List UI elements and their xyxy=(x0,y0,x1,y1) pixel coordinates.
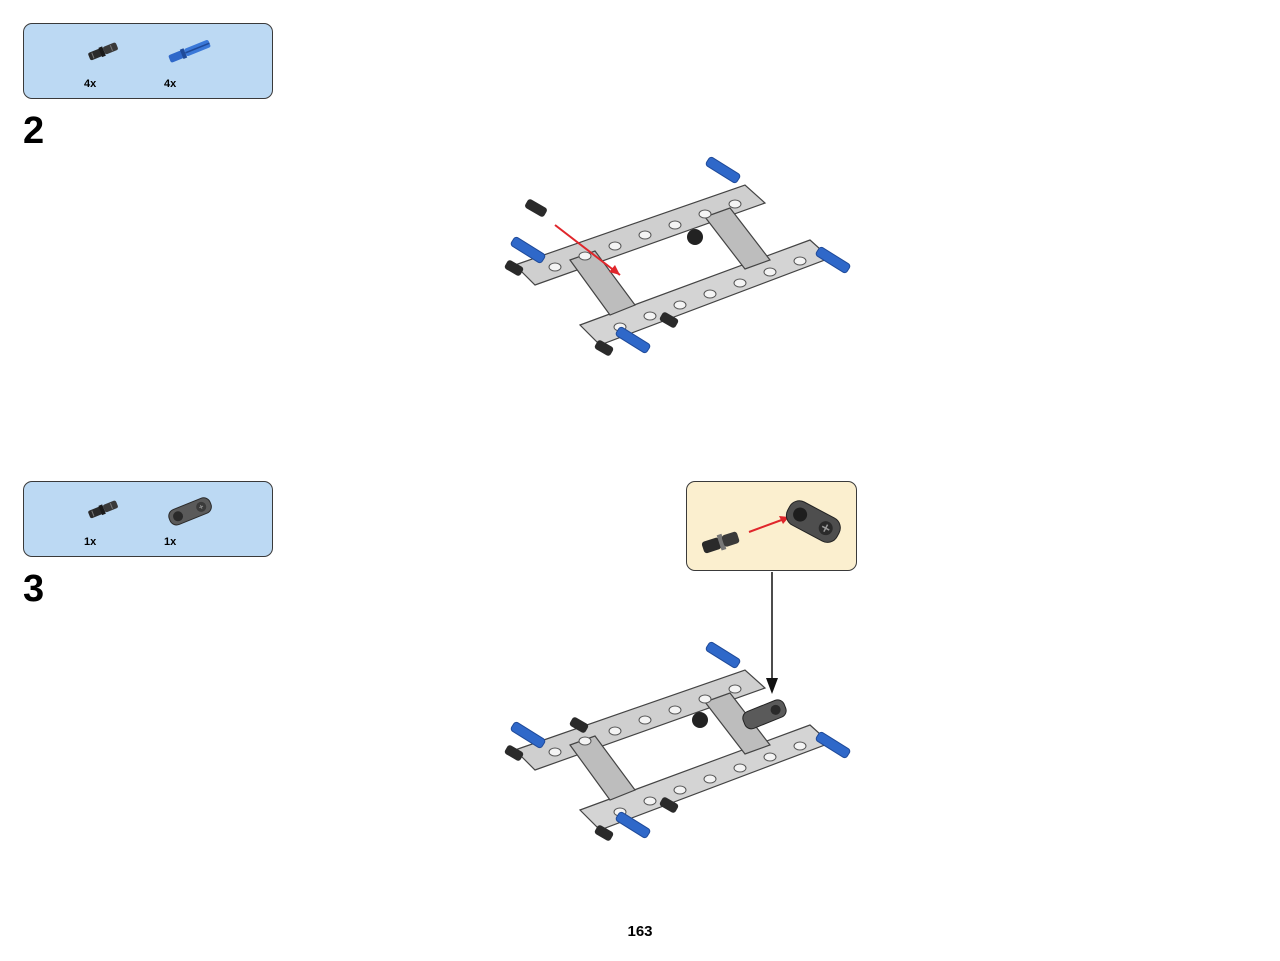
part-quantity: 4x xyxy=(164,78,177,90)
sub-assembly-callout xyxy=(686,481,857,571)
part-dark-gray-connector: 1x xyxy=(164,494,224,548)
part-blue-axle-pin: 4x xyxy=(164,36,224,90)
part-quantity: 1x xyxy=(84,536,97,548)
parts-list-step-2: 4x 4x xyxy=(23,23,273,99)
part-black-pin: 1x xyxy=(84,494,144,548)
step-2-assembly-illustration xyxy=(504,156,851,356)
black-friction-pin-icon xyxy=(88,500,118,519)
blue-axle-pin-icon xyxy=(168,40,211,63)
parts-list-step-3: 1x 1x xyxy=(23,481,273,557)
page-number: 163 xyxy=(627,923,653,940)
pin-into-connector-illustration xyxy=(701,500,841,554)
part-quantity: 1x xyxy=(164,536,177,548)
dark-gray-connector-icon xyxy=(168,497,212,526)
step-3-assembly-illustration xyxy=(504,572,851,841)
part-black-pin: 4x xyxy=(84,36,144,90)
part-quantity: 4x xyxy=(84,78,97,90)
step-number: 3 xyxy=(23,568,45,610)
step-number: 2 xyxy=(23,110,45,152)
black-friction-pin-icon xyxy=(88,42,118,61)
